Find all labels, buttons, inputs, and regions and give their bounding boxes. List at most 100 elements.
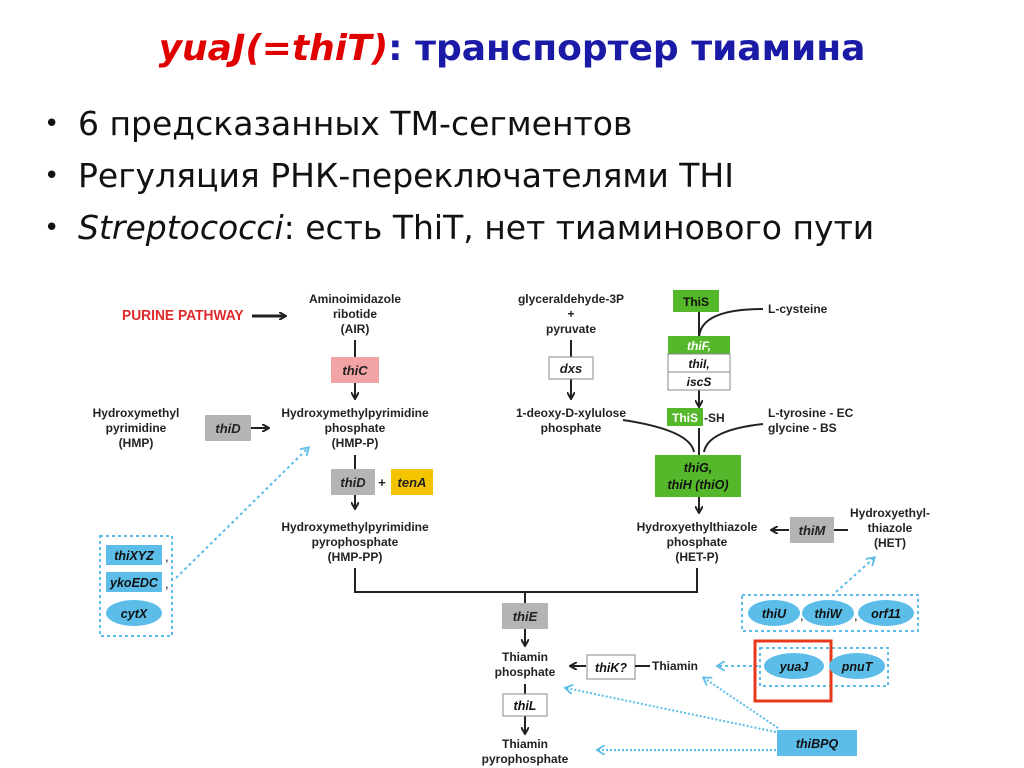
thiD-left-box <box>205 415 251 441</box>
thiG-box <box>655 455 741 497</box>
thiXYZ-label: thiXYZ <box>114 549 155 563</box>
bullet-item: •Регуляция РНК-переключателями THI <box>44 156 734 195</box>
tpp-line-1: Thiamin <box>502 737 548 751</box>
thiM-label: thiM <box>799 523 827 538</box>
thiD-left-label: thiD <box>215 421 241 436</box>
hmpp-line-3: (HMP-P) <box>332 436 379 450</box>
page-title: yuaJ(=thiT): транспортер тиамина <box>0 28 1024 69</box>
title-colon: : <box>388 28 403 69</box>
thiC-box <box>331 357 379 383</box>
hetp-line-1: Hydroxyethylthiazole <box>637 520 758 534</box>
thiC-label: thiC <box>342 363 368 378</box>
hmpp-line-1: Hydroxymethylpyrimidine <box>281 406 429 420</box>
title-gene: yuaJ(=thiT) <box>158 28 389 69</box>
yuaJ-ellipse <box>764 653 824 679</box>
het-transporter-group <box>741 594 919 632</box>
het-line-3: (HET) <box>874 536 906 550</box>
svg-text:,: , <box>165 576 169 591</box>
bullet-text: 6 предсказанных ТМ-сегментов <box>78 104 633 143</box>
hmp-line-3: (HMP) <box>119 436 154 450</box>
het-transport-arrow <box>835 558 874 593</box>
dxp-line-1: 1-deoxy-D-xylulose <box>516 406 626 420</box>
purine-pathway-label: PURINE PATHWAY <box>122 308 244 325</box>
thiW-label: thiW <box>814 607 842 621</box>
thiamin-label: Thiamin <box>652 659 698 673</box>
ykoEDC-label: ykoEDC <box>109 576 159 590</box>
thiI-label: thiI, <box>688 357 709 371</box>
tyrosine-line-1: L-tyrosine - EC <box>768 406 854 420</box>
thiM-box <box>790 517 834 543</box>
air-line-2: ribotide <box>333 307 377 321</box>
hmppp-line-1: Hydroxymethylpyrimidine <box>281 520 429 534</box>
het-line-1: Hydroxyethyl- <box>850 506 930 520</box>
thiS-sh-label: ThiS <box>672 411 698 425</box>
dxs-label: dxs <box>560 361 582 376</box>
hmp-line-1: Hydroxymethyl <box>93 406 180 420</box>
het-line-2: thiazole <box>868 521 913 535</box>
thiU-ellipse <box>748 600 800 626</box>
yuaJ-highlight <box>753 639 833 703</box>
tenA-box <box>391 469 433 495</box>
bullet-item: •6 предсказанных ТМ-сегментов <box>44 104 633 143</box>
bullet-italic-organism: Streptococci <box>78 208 284 247</box>
thiE-box <box>502 603 548 629</box>
thiBPQ-box <box>777 730 857 756</box>
orf11-ellipse <box>858 600 914 626</box>
hetp-line-3: (HET-P) <box>675 550 718 564</box>
thiK-label: thiK? <box>595 661 627 675</box>
pnuT-label: pnuT <box>841 660 874 674</box>
dxp-line-2: phosphate <box>541 421 602 435</box>
bullet-text: Регуляция РНК-переключателями THI <box>78 156 734 195</box>
thiF-label: thiF, <box>687 339 711 353</box>
thiF-box <box>668 336 730 354</box>
bullet-item: •Streptococci: есть ThiT, нет тиаминовог… <box>44 208 875 247</box>
ykoEDC-box <box>106 572 162 592</box>
thiL-label: thiL <box>514 699 537 713</box>
dxs-box <box>548 356 594 380</box>
air-line-1: Aminoimidazole <box>309 292 401 306</box>
thiK-box <box>586 654 636 680</box>
tpp-line-2: pyrophosphate <box>482 752 569 766</box>
thiW-ellipse <box>802 600 854 626</box>
svg-text:,: , <box>165 549 169 564</box>
thiamin-transporter-group <box>759 647 889 687</box>
thiS-label: ThiS <box>683 295 709 309</box>
svg-text:,: , <box>800 608 804 623</box>
bullet-list: •6 предсказанных ТМ-сегментов •Регуляция… <box>40 98 874 254</box>
hmp-transporter-group <box>99 535 173 637</box>
hmppp-line-3: (HMP-PP) <box>328 550 383 564</box>
hetp-line-2: phosphate <box>667 535 728 549</box>
thiG-line-2: thiH (thiO) <box>667 478 728 492</box>
thiE-label: thiE <box>513 609 538 624</box>
g3p-line-3: pyruvate <box>546 322 596 336</box>
title-text: транспортер тиамина <box>415 28 866 69</box>
thiS-sh-box <box>667 408 703 426</box>
yuaJ-label: yuaJ <box>779 660 810 674</box>
hmp-line-2: pyrimidine <box>106 421 167 435</box>
iscS-box <box>667 371 731 391</box>
thiS-sh-suffix: -SH <box>704 411 725 425</box>
orf11-label: orf11 <box>871 607 901 621</box>
svg-text:,: , <box>854 608 858 623</box>
tp-line-2: phosphate <box>495 665 556 679</box>
air-line-3: (AIR) <box>341 322 370 336</box>
tenA-label: tenA <box>398 475 427 490</box>
g3p-line-1: glyceraldehyde-3P <box>518 292 624 306</box>
hmpp-line-2: phosphate <box>325 421 386 435</box>
tp-line-1: Thiamin <box>502 650 548 664</box>
thiXYZ-box <box>106 545 162 565</box>
hmppp-line-2: pyrophosphate <box>312 535 399 549</box>
thiBPQ-arrow-thiamin <box>704 678 779 729</box>
plus-sign: + <box>378 475 386 490</box>
tyrosine-line-2: glycine - BS <box>768 421 837 435</box>
thiBPQ-arrow-tp <box>566 688 777 733</box>
bullet-text: : есть ThiT, нет тиаминового пути <box>283 208 875 247</box>
hmp-transport-arrow <box>175 448 308 579</box>
thiS-box <box>673 290 719 312</box>
thiG-line-1: thiG, <box>684 461 712 475</box>
thiBPQ-label: thiBPQ <box>796 737 839 751</box>
thiU-label: thiU <box>762 607 787 621</box>
thiL-box <box>502 693 548 717</box>
iscS-label: iscS <box>687 375 712 389</box>
